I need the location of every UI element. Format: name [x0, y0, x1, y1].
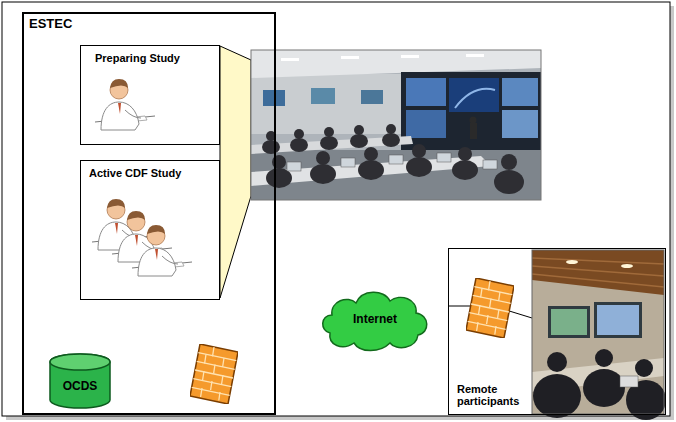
drawing-part	[597, 305, 639, 335]
cdf-room-photo	[251, 50, 541, 200]
drawing-part	[354, 125, 364, 135]
drawing-part	[358, 160, 384, 180]
drawing-part	[449, 78, 499, 112]
study-box: Preparing Study	[80, 45, 220, 145]
drawing-part	[389, 155, 403, 164]
drawing-part	[594, 302, 642, 338]
drawing-part	[452, 160, 478, 180]
node-label: Preparing Study	[95, 52, 213, 65]
drawing-part	[262, 140, 280, 154]
drawing-part	[470, 117, 477, 124]
drawing-part	[583, 369, 625, 407]
drawing-part	[532, 274, 664, 287]
drawing-part	[287, 162, 301, 171]
drawing-part	[401, 72, 541, 152]
drawing-part	[551, 309, 587, 335]
drawing-part	[620, 376, 638, 387]
drawing-part	[311, 88, 335, 104]
drawing-part	[50, 354, 110, 370]
firewall-icon	[466, 278, 514, 338]
database-cylinder: OCDS	[48, 352, 112, 410]
drawing-part	[532, 258, 664, 287]
drawing-part	[458, 147, 472, 161]
drawing-part	[548, 306, 590, 338]
drawing-part	[455, 89, 495, 108]
remote-box: Remote participants	[448, 248, 666, 415]
wire	[448, 306, 472, 307]
drawing-part	[566, 260, 578, 264]
drawing-part	[532, 258, 664, 264]
team-clipart	[92, 199, 192, 276]
drawing-part	[294, 129, 304, 139]
drawing-part	[281, 58, 299, 61]
drawing-part	[406, 157, 432, 177]
drawing-part	[437, 153, 451, 162]
network-cloud: Internet	[320, 285, 430, 355]
drawing-part	[533, 349, 666, 420]
node-label: ESTEC	[29, 17, 269, 32]
drawing-part	[251, 50, 541, 200]
node-label: Internet	[353, 313, 397, 327]
site-box: ESTEC Preparing StudyActive CDF StudyOCDS	[22, 12, 276, 415]
node-label: OCDS	[63, 380, 98, 394]
drawing-part	[324, 127, 334, 137]
drawing-part	[262, 124, 524, 194]
drawing-part	[341, 158, 355, 167]
drawing-part	[190, 344, 238, 404]
node-label: Active CDF Study	[89, 167, 213, 180]
zoom-callout	[220, 46, 251, 298]
drawing-part	[470, 123, 477, 139]
drawing-part	[502, 78, 538, 106]
drawing-part	[635, 359, 653, 377]
drawing-part	[364, 147, 378, 161]
drawing-part	[501, 154, 517, 170]
drawing-part	[310, 164, 336, 184]
drawing-part	[533, 374, 581, 418]
drawing-part	[132, 225, 192, 276]
drawing-part	[412, 144, 426, 158]
drawing-part	[466, 278, 514, 338]
remote-room-photo	[532, 250, 666, 420]
drawing-part	[251, 150, 541, 200]
drawing-part	[494, 170, 524, 194]
drawing-part	[263, 90, 285, 106]
drawing-part	[502, 110, 538, 138]
drawing-part	[287, 153, 497, 171]
drawing-part	[401, 55, 419, 58]
drawing-part	[350, 134, 368, 148]
drawing-part	[316, 151, 330, 165]
drawing-part	[290, 138, 308, 152]
outer-frame	[2, 2, 670, 416]
drawing-part	[95, 79, 155, 130]
drawing-part	[323, 292, 427, 350]
person-clipart	[95, 79, 155, 130]
drawing-part	[361, 90, 383, 104]
drawing-part	[406, 110, 446, 138]
drawing-part	[483, 160, 497, 169]
study-box: Active CDF Study	[80, 160, 220, 300]
node-label: Remote participants	[457, 383, 537, 408]
drawing-part	[532, 266, 664, 276]
drawing-part	[320, 136, 338, 150]
drawing-part	[532, 250, 664, 295]
drawing-part	[251, 50, 541, 200]
drawing-part	[466, 54, 484, 57]
drawing-part	[382, 133, 400, 147]
drawing-part	[341, 56, 359, 59]
drawing-part	[532, 250, 664, 414]
drawing-part	[50, 354, 110, 408]
drawing-part	[621, 264, 633, 268]
drawing-part	[406, 78, 446, 106]
firewall-icon	[190, 344, 238, 404]
drawing-part	[595, 349, 613, 367]
drawing-part	[547, 352, 567, 372]
drawing-part	[386, 124, 396, 134]
